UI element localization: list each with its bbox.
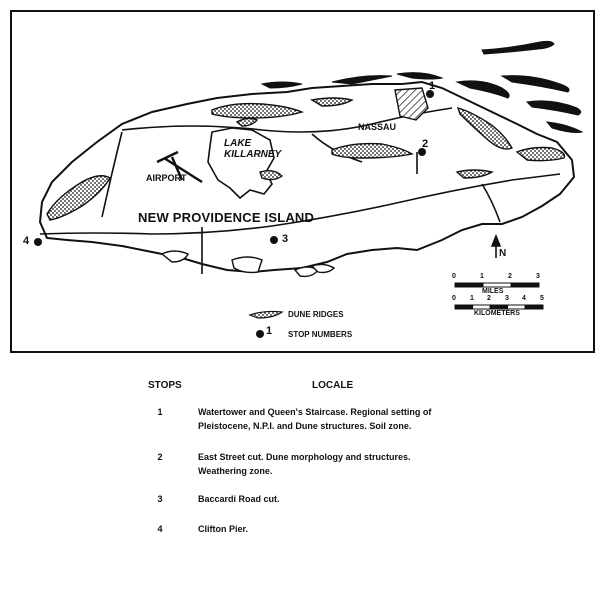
- nassau-label: NASSAU: [358, 122, 397, 132]
- km-tick-1: 1: [470, 295, 474, 302]
- row-2-line-2: Weathering zone.: [198, 466, 273, 476]
- legend-stop-numbers: STOP NUMBERS: [288, 330, 353, 339]
- stop-marker-4: [34, 238, 42, 246]
- row-2-line-1: East Street cut. Dune morphology and str…: [198, 452, 411, 462]
- stop-marker-3: [270, 236, 278, 244]
- lake-killarney: [207, 127, 275, 200]
- row-2-locale: East Street cut. Dune morphology and str…: [198, 450, 498, 478]
- roads: [39, 107, 561, 274]
- row-1-line-2: Pleistocene, N.P.I. and Dune structures.…: [198, 421, 412, 431]
- row-4-stop: 4: [157, 524, 163, 534]
- map-frame: LAKE KILLARNEY AIRPORT NASSAU NEW PROVID…: [10, 10, 595, 353]
- legend-symbols: [248, 310, 284, 338]
- island-outline: [38, 80, 576, 274]
- header-locale: LOCALE: [312, 380, 354, 391]
- stop-label-1: 1: [429, 80, 436, 92]
- miles-title: MILES: [482, 288, 504, 295]
- southern-ponds: [160, 250, 336, 278]
- legend-stop-symbol: [256, 330, 264, 338]
- row-1-line-1: Watertower and Queen's Staircase. Region…: [198, 407, 432, 417]
- island-name-label: NEW PROVIDENCE ISLAND: [138, 210, 315, 225]
- legend-dune-ridges: DUNE RIDGES: [288, 310, 344, 319]
- airport-label: AIRPORT: [146, 173, 187, 183]
- miles-tick-3: 3: [536, 273, 540, 280]
- row-1-locale: Watertower and Queen's Staircase. Region…: [198, 405, 498, 433]
- dune-ridges: [46, 97, 566, 221]
- scale-bar-miles: [454, 282, 540, 288]
- miles-tick-2: 2: [508, 273, 512, 280]
- island-map: [34, 40, 584, 338]
- stop-marker-2: [418, 148, 426, 156]
- miles-tick-1: 1: [480, 273, 484, 280]
- header-stops: STOPS: [148, 380, 182, 391]
- legend-dune-symbol: [248, 310, 284, 319]
- row-4-locale: Clifton Pier.: [198, 522, 498, 536]
- km-tick-2: 2: [487, 295, 491, 302]
- legend-stop-number: 1: [266, 325, 273, 337]
- northern-cays: [260, 40, 584, 133]
- lake-killarney-label: LAKE KILLARNEY: [224, 138, 281, 160]
- miles-tick-0: 0: [452, 273, 456, 280]
- row-4-line-1: Clifton Pier.: [198, 524, 249, 534]
- airport-runways: [156, 150, 203, 184]
- km-title: KILOMETERS: [474, 310, 520, 317]
- stop-markers: [34, 90, 434, 246]
- row-1-stop: 1: [157, 407, 163, 417]
- stop-label-3: 3: [282, 233, 289, 245]
- row-3-line-1: Baccardi Road cut.: [198, 494, 280, 504]
- row-3-locale: Baccardi Road cut.: [198, 492, 498, 506]
- km-tick-0: 0: [452, 295, 456, 302]
- row-2-stop: 2: [157, 452, 163, 462]
- nassau-area: [394, 87, 429, 121]
- km-tick-3: 3: [505, 295, 509, 302]
- lake-label-line1: LAKE: [224, 138, 252, 149]
- km-tick-4: 4: [522, 295, 526, 302]
- north-label: N: [499, 248, 507, 259]
- north-arrow: [490, 233, 502, 258]
- km-tick-5: 5: [540, 295, 544, 302]
- stop-label-2: 2: [422, 138, 429, 150]
- row-3-stop: 3: [157, 494, 163, 504]
- stop-label-4: 4: [23, 235, 30, 247]
- stop-marker-1: [426, 90, 434, 98]
- lake-label-line2: KILLARNEY: [224, 149, 282, 160]
- scale-bar-km: [454, 304, 544, 310]
